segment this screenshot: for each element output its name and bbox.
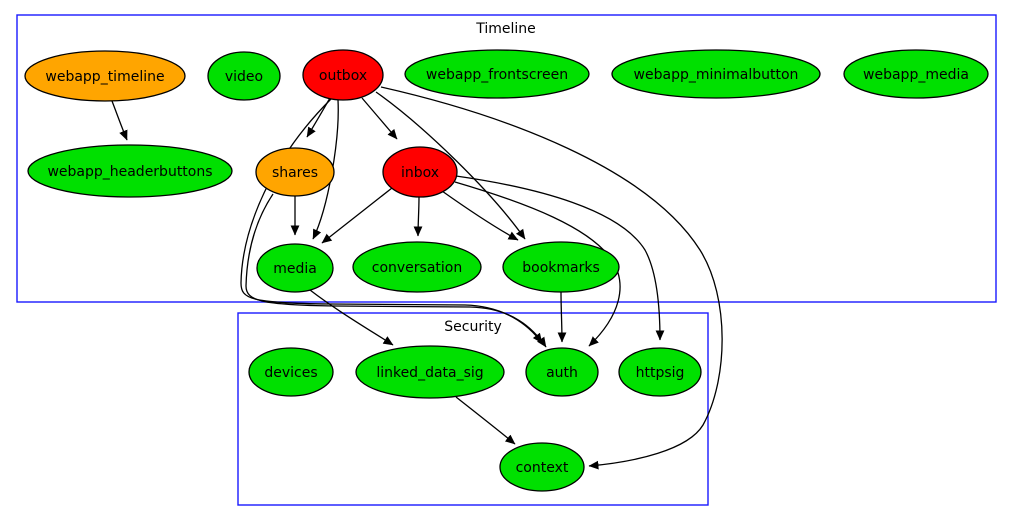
node-shares-shape: [255, 147, 335, 197]
node-linked_data_sig: linked_data_sig: [355, 345, 505, 399]
edge-inbox-to-httpsig: [455, 175, 665, 341]
node-webapp_minimalbutton-label: webapp_minimalbutton: [634, 67, 799, 83]
node-context-label: context: [516, 460, 569, 476]
node-video-shape: [207, 51, 281, 101]
edge-media-to-linked_data_sig: [309, 289, 394, 346]
node-media-label: media: [273, 261, 317, 277]
node-httpsig-shape: [618, 347, 702, 397]
node-bookmarks-label: bookmarks: [522, 260, 600, 276]
edge-outbox-to-context: [380, 86, 723, 470]
node-conversation-label: conversation: [372, 260, 462, 276]
node-inbox-label: inbox: [401, 165, 439, 181]
cluster-timeline-label: Timeline: [475, 21, 536, 37]
node-httpsig-label: httpsig: [636, 365, 685, 381]
edge-inbox-to-media: [321, 187, 393, 244]
node-bookmarks: bookmarks: [502, 241, 620, 293]
node-webapp_media-shape: [843, 49, 989, 99]
edge-inbox-to-conversation: [413, 196, 423, 237]
nodes-layer: webapp_timeline video outbox webapp_frontsc…: [24, 49, 989, 492]
node-webapp_minimalbutton-shape: [611, 49, 821, 99]
edge-linked_data_sig-to-context: [455, 396, 516, 445]
node-webapp_frontscreen-label: webapp_frontscreen: [426, 67, 568, 83]
node-linked_data_sig-shape: [355, 345, 505, 399]
node-video: video: [207, 51, 281, 101]
node-webapp_media-label: webapp_media: [863, 67, 969, 83]
node-auth: auth: [525, 347, 599, 397]
node-webapp_timeline-label: webapp_timeline: [45, 69, 164, 85]
node-auth-shape: [525, 347, 599, 397]
node-media: media: [256, 243, 334, 293]
cluster-security-label: Security: [444, 319, 502, 335]
node-webapp_minimalbutton: webapp_minimalbutton: [611, 49, 821, 99]
node-webapp_media: webapp_media: [843, 49, 989, 99]
node-webapp_frontscreen-shape: [404, 49, 590, 99]
node-media-shape: [256, 243, 334, 293]
node-devices: devices: [248, 347, 334, 397]
node-outbox: outbox: [302, 49, 384, 101]
node-conversation: conversation: [352, 241, 482, 293]
node-webapp_headerbuttons-label: webapp_headerbuttons: [47, 164, 212, 180]
edge-webapp_timeline-to-webapp_headerbuttons: [111, 100, 128, 141]
node-webapp_timeline-shape: [24, 50, 186, 102]
node-shares: shares: [255, 147, 335, 197]
node-devices-shape: [248, 347, 334, 397]
node-devices-label: devices: [264, 365, 317, 381]
edge-inbox-to-bookmarks: [441, 190, 519, 241]
node-httpsig: httpsig: [618, 347, 702, 397]
node-webapp_headerbuttons-shape: [27, 144, 233, 198]
node-auth-label: auth: [546, 365, 578, 381]
edge-outbox-to-inbox: [361, 97, 398, 140]
node-bookmarks-shape: [502, 241, 620, 293]
node-webapp_frontscreen: webapp_frontscreen: [404, 49, 590, 99]
node-conversation-shape: [352, 241, 482, 293]
node-linked_data_sig-label: linked_data_sig: [376, 365, 483, 381]
edge-shares-to-auth: [245, 193, 547, 348]
cluster-security-border: [237, 312, 709, 506]
edge-bookmarks-to-auth: [557, 291, 567, 343]
node-inbox: inbox: [382, 146, 458, 198]
node-inbox-shape: [382, 146, 458, 198]
node-outbox-label: outbox: [319, 68, 367, 84]
cluster-timeline-border: [16, 14, 997, 303]
node-video-label: video: [225, 69, 263, 85]
node-context-shape: [499, 442, 585, 492]
node-webapp_timeline: webapp_timeline: [24, 50, 186, 102]
node-outbox-shape: [302, 49, 384, 101]
node-webapp_headerbuttons: webapp_headerbuttons: [27, 144, 233, 198]
node-context: context: [499, 442, 585, 492]
edge-outbox-to-bookmarks: [375, 91, 526, 240]
node-shares-label: shares: [272, 165, 318, 181]
